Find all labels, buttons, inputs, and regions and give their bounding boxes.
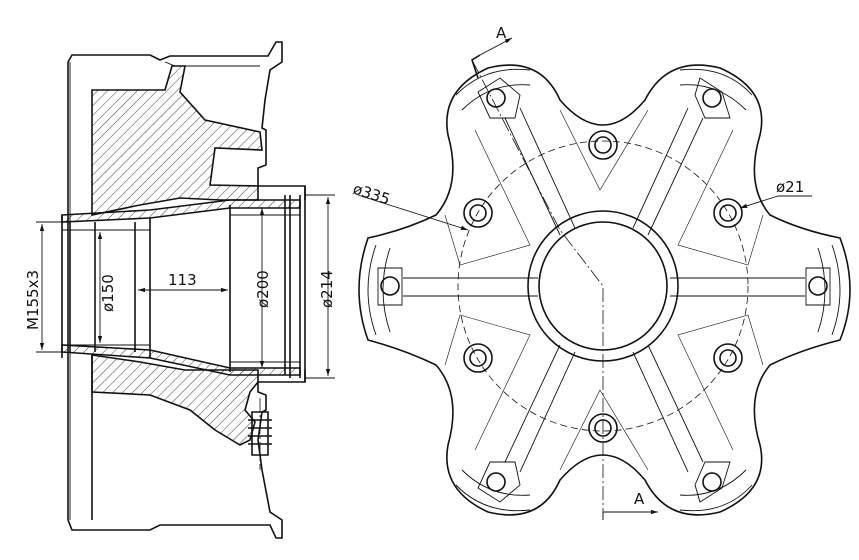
dim-21-leader	[739, 195, 779, 209]
dim-thread-label: M155x3	[24, 270, 42, 330]
section-mark-top: A	[496, 24, 507, 42]
web-ribs	[444, 109, 764, 471]
spokes	[403, 107, 805, 473]
dim-214-label: ø214	[318, 270, 336, 308]
lobe-band-right	[817, 244, 841, 336]
dim-21-label: ø21	[776, 178, 804, 196]
dim-335-leader	[357, 194, 469, 231]
lug-pockets	[377, 77, 831, 503]
rim-left-edge	[67, 62, 93, 520]
lobe-band-left	[367, 244, 391, 336]
hub-inner-circle	[538, 221, 668, 351]
bolt-holes	[463, 130, 743, 443]
front-view: A A ø335 ø21	[351, 24, 851, 520]
hatch-top-spoke	[91, 65, 263, 216]
dim-113-label: 113	[168, 271, 197, 289]
bore-inner-steps	[62, 214, 300, 363]
section-view: M155x3 ø150 113 ø200 ø214	[24, 41, 336, 539]
dim-150-label: ø150	[99, 274, 117, 312]
rim-outer-bottom	[67, 370, 306, 539]
lug-holes	[380, 88, 828, 492]
section-line-a-a: A A	[471, 24, 658, 520]
hub-outline	[358, 64, 851, 516]
rim-outer-top	[67, 41, 306, 200]
pitch-circle	[457, 140, 749, 432]
dim-335-label: ø335	[351, 180, 393, 209]
dim-200-label: ø200	[254, 270, 272, 308]
section-mark-bottom: A	[634, 490, 645, 508]
